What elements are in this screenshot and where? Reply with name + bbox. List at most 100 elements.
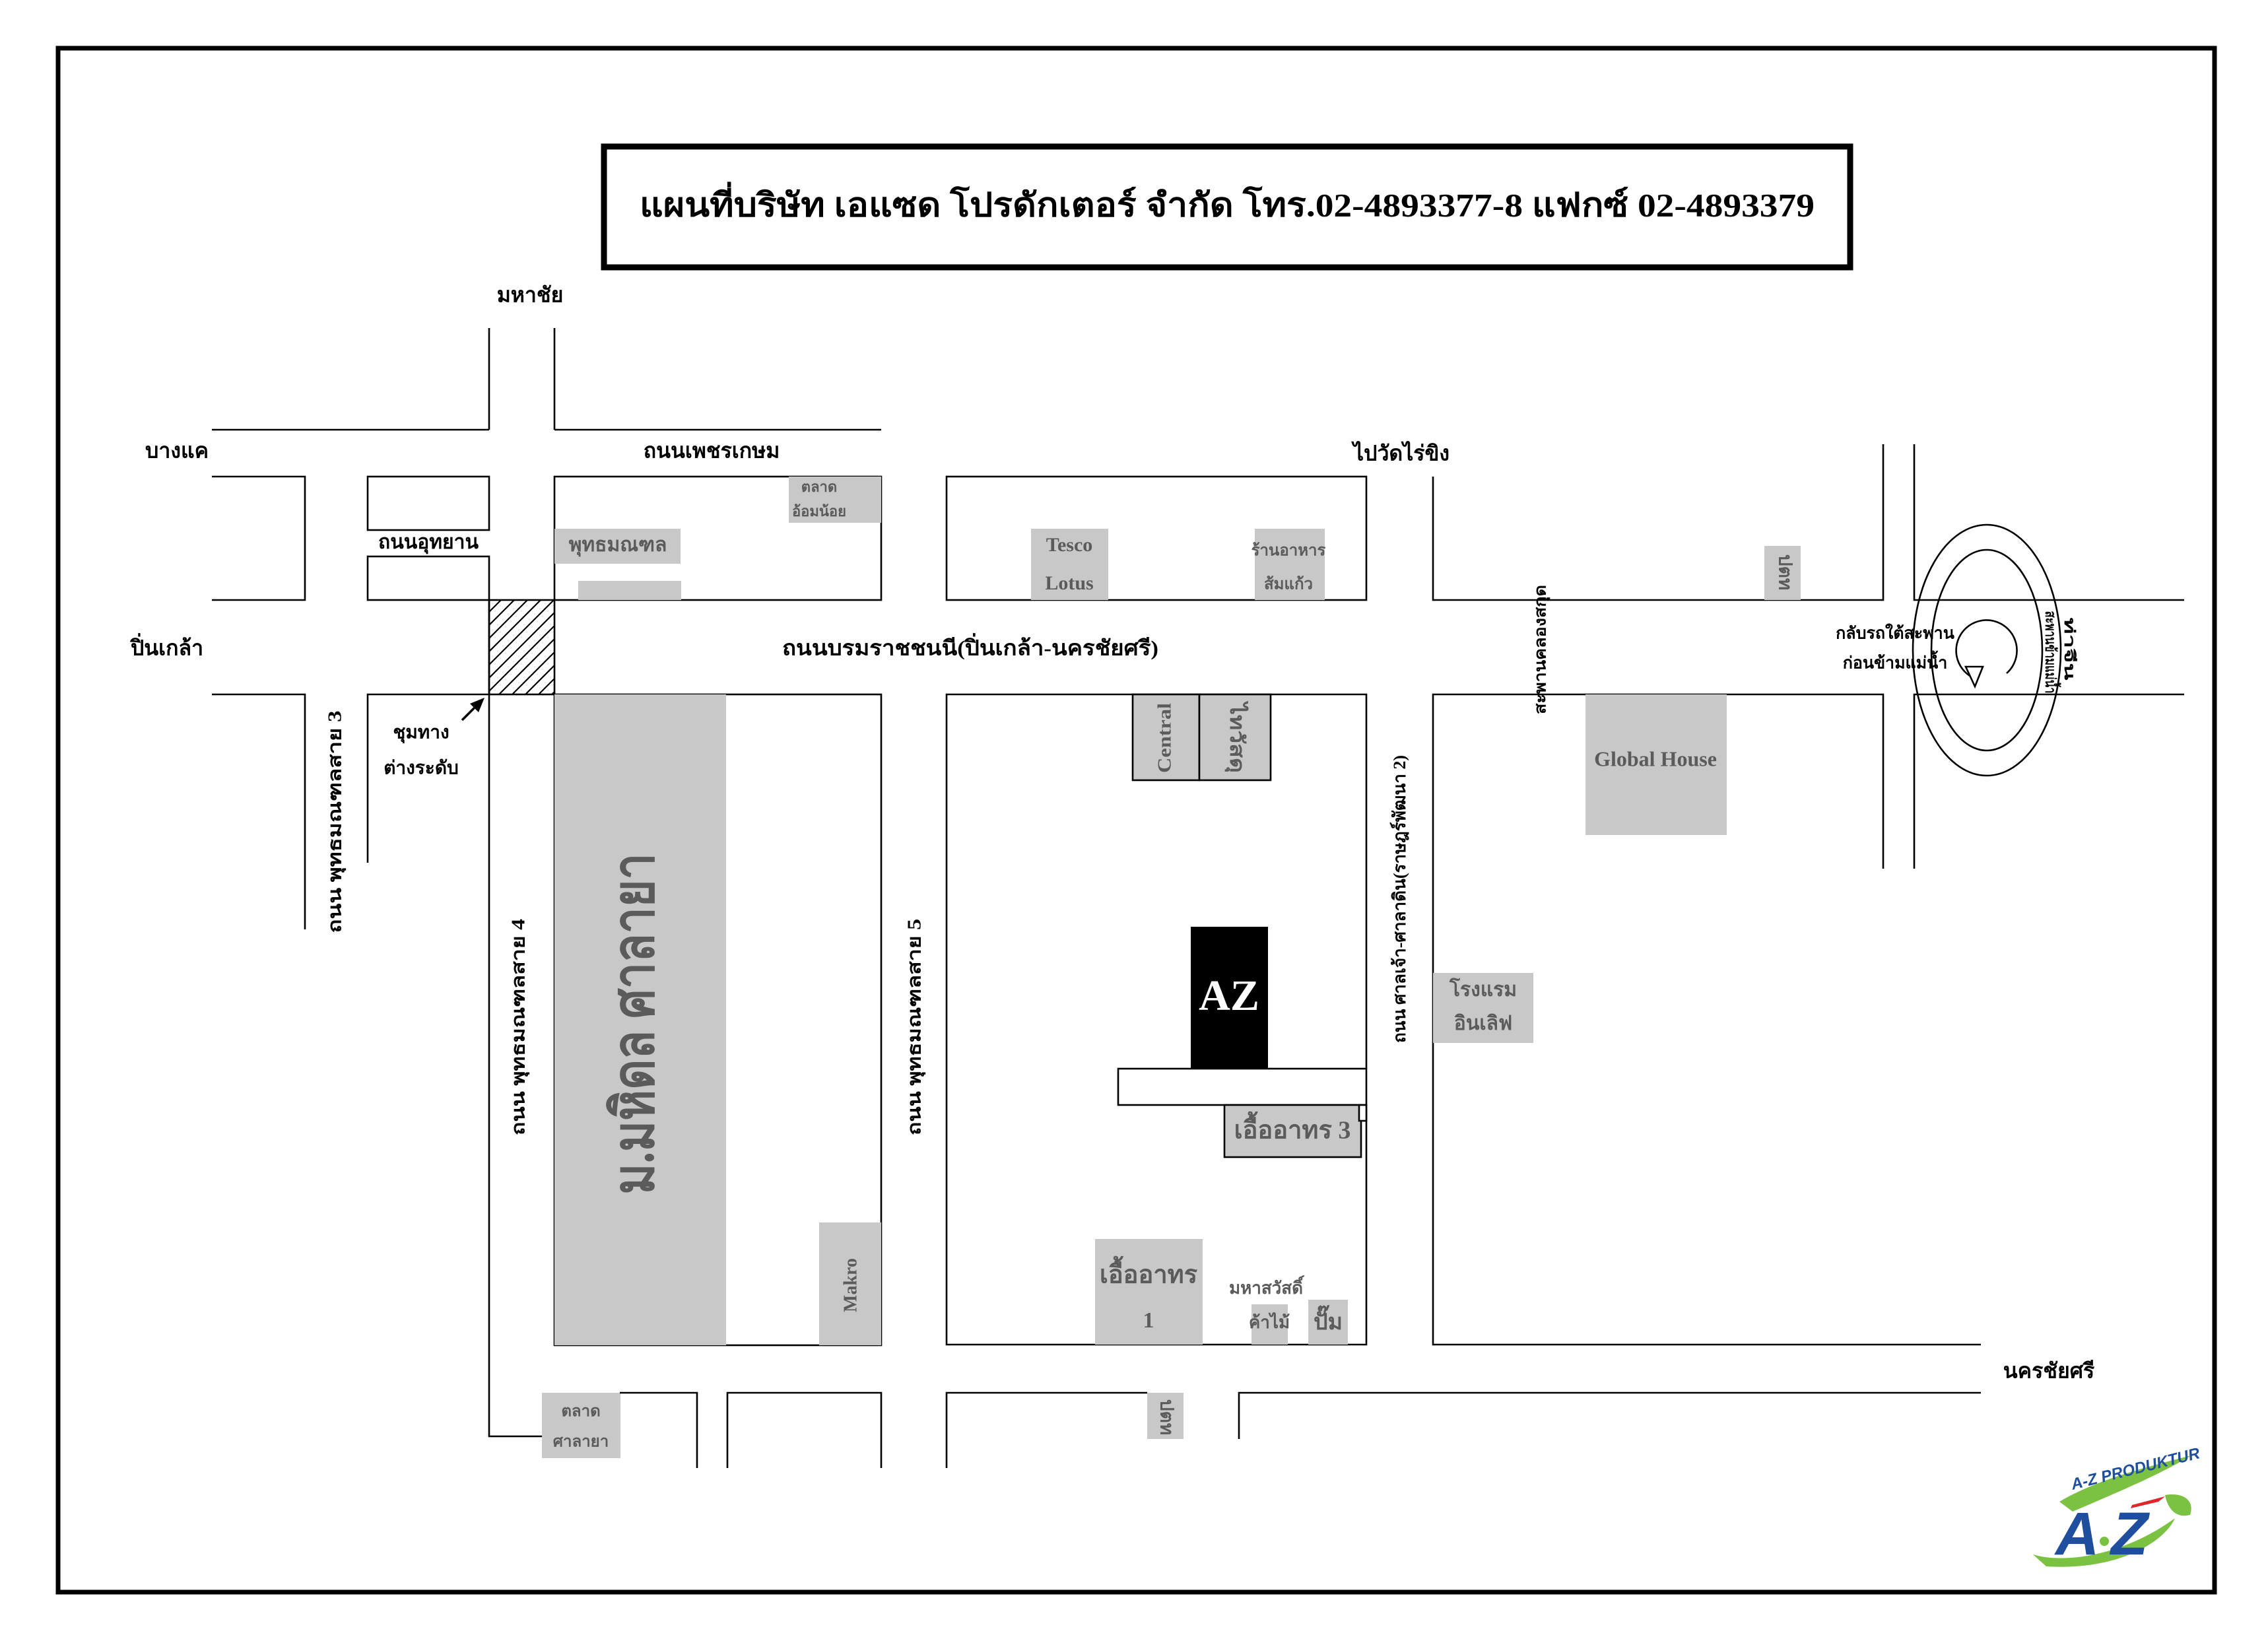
block-sai-3-east [366, 693, 489, 863]
logo-tagline: A-Z PRODUKTUR [2069, 1444, 2202, 1494]
label-u-turn-line1: กลับรถใต้สะพาน [1836, 623, 1954, 643]
interchange-hatch-line [488, 599, 554, 665]
interchange-hatch-line [525, 665, 555, 695]
az-produktur-logo: A-Z PRODUKTUR A Z [2033, 1444, 2202, 1568]
block-river-north [1913, 444, 2184, 601]
interchange-hatch-line [488, 599, 515, 626]
label-talad-salaya-line2: ศาลายา [553, 1434, 609, 1451]
small-building-box [578, 581, 681, 600]
az-company-box [1191, 927, 1268, 1069]
block-salaya-south [620, 1391, 698, 1468]
ptt-top-box [1764, 546, 1801, 600]
label-mahachai: มหาชัย [497, 283, 564, 306]
label-phetkasem: ถนนเพชรเกษม [644, 438, 780, 462]
label-phutthamonthon-sai-3: ถนน พุทธมณฑลสาย 3 [325, 711, 346, 933]
som-kaeo-box [1255, 529, 1325, 600]
label-to-wat-rai-khing: ไปวัดไร่ขิง [1351, 440, 1450, 465]
interchange-hatch-line [488, 599, 502, 613]
label-mahasawat-line2: ค้าไม้ [1249, 1312, 1290, 1332]
ua-athorn-1-box [1095, 1239, 1203, 1345]
logo-red-slash [2131, 1496, 2165, 1508]
block-global-house [1432, 693, 1981, 1346]
interchange-pointer-arrowhead-icon [470, 698, 484, 712]
thai-watsadu-box [1198, 693, 1272, 782]
interchange-hatch-line [488, 612, 555, 679]
block-khlong-north [1432, 444, 1884, 601]
pump-box [1308, 1300, 1348, 1345]
label-nakhon-chai-si: นครชัยศรี [2003, 1358, 2094, 1382]
interchange-pointer-arrow [461, 704, 478, 721]
block-south-mid [726, 1391, 883, 1468]
ua-athorn-3-notch [1358, 1104, 1368, 1122]
label-tesco: Tesco [1046, 534, 1093, 556]
block-utthayan-north [366, 475, 490, 531]
interchange-hatch-line [498, 638, 555, 695]
u-turn-arrow-icon [1955, 619, 2018, 680]
interchange-area [488, 599, 556, 696]
label-pin-klao: ปิ่นเกล้า [129, 632, 203, 659]
label-ptt-bottom: ปตท [1156, 1399, 1177, 1435]
label-ua-athorn-1-line1: เอื้ออาทร [1100, 1256, 1198, 1289]
road-edge-sai-4-west [488, 600, 542, 1438]
label-hotel-line2: อินเลิฟ [1454, 1013, 1512, 1034]
u-turn-arrowhead-icon [1964, 665, 1984, 689]
block-pin-klao-south [212, 693, 306, 929]
label-az-company: AZ [1199, 972, 1259, 1020]
logo-letter-a: A [2054, 1500, 2099, 1568]
label-som-kaeo-line1: ร้านอาหาร [1251, 542, 1326, 560]
label-river-bridge-line2: ท่าจีน [2061, 618, 2078, 681]
map-title: แผนที่บริษัท เอแซด โปรดักเตอร์ จำกัด โทร… [640, 182, 1815, 223]
block-az [945, 693, 1368, 1346]
az-access-road [1117, 1067, 1368, 1106]
label-central: Central [1154, 703, 1175, 773]
label-lotus: Lotus [1045, 572, 1093, 594]
label-talad-om-noi-line2: อ้อมน้อย [792, 503, 846, 519]
page-frame [55, 46, 2217, 1595]
label-ua-athorn-3: เอื้ออาทร 3 [1234, 1112, 1351, 1145]
label-talad-salaya-line1: ตลาด [561, 1403, 600, 1420]
label-pump: ปั๊ม [1314, 1305, 1343, 1335]
interchange-hatch [488, 599, 556, 696]
label-ptt-top: ปตท [1775, 554, 1795, 590]
label-phutthamonthon: พุทธมณฑล [569, 534, 667, 557]
block-bang-khae [212, 475, 306, 601]
block-river-south [1913, 693, 2184, 869]
talad-salaya-box [542, 1393, 620, 1458]
roundabout-outer-ring [1912, 523, 2062, 777]
logo-letter-z: Z [2109, 1500, 2151, 1568]
label-river-bridge-line1: สะพานข้ามแม่น้ำ [2042, 611, 2061, 694]
hotel-inlove-box [1433, 973, 1533, 1043]
ua-athorn-3-box [1223, 1104, 1362, 1158]
mahasawat-box [1251, 1304, 1288, 1345]
roundabout-inner-ring [1930, 549, 2044, 752]
global-house-box [1585, 694, 1727, 835]
label-makro: Makro [840, 1258, 861, 1312]
interchange-hatch-line [512, 651, 555, 695]
label-global-house: Global House [1594, 747, 1717, 770]
logo-dot [2100, 1537, 2109, 1546]
label-mahidol: ม.มหิดล ศาลายา [603, 853, 667, 1195]
label-san-chao-sala-din: ถนน ศาลเจ้า-ศาลาดิน(ราษฎร์พัฒนา 2) [1389, 755, 1409, 1043]
label-borommaratchachonnani: ถนนบรมราชชนนี(ปิ่นเกล้า-นครชัยศรี) [782, 632, 1158, 659]
interchange-hatch-line [488, 625, 555, 692]
label-hotel-line1: โรงแรม [1449, 977, 1517, 1001]
block-ptt-south [945, 1391, 1147, 1468]
block-nakhon-chai-si-south [1238, 1391, 1981, 1439]
label-interchange-line1: ชุมทาง [393, 722, 449, 743]
interchange-hatch-line [551, 691, 555, 695]
label-bang-khae: บางแค [145, 438, 209, 462]
mahidol-box [554, 694, 726, 1345]
talad-om-noi-box [789, 477, 881, 523]
label-mahasawat-line1: มหาสวัสดิ์ [1229, 1275, 1305, 1298]
label-utthayan: ถนนอุทยาน [378, 531, 479, 554]
logo-green-swoosh-top [2059, 1455, 2191, 1512]
ptt-bottom-box [1147, 1393, 1184, 1439]
interchange-hatch-line [488, 599, 528, 639]
logo-green-leaf [2165, 1494, 2191, 1516]
label-khlong-bridge: สะพานคลองสกุด [1533, 585, 1551, 714]
label-phutthamonthon-sai-4: ถนน พุทธมณฑลสาย 4 [508, 919, 529, 1135]
block-utthayan-south [366, 555, 490, 601]
central-box [1131, 693, 1201, 782]
river-bridge-roundabout [1912, 523, 2062, 777]
